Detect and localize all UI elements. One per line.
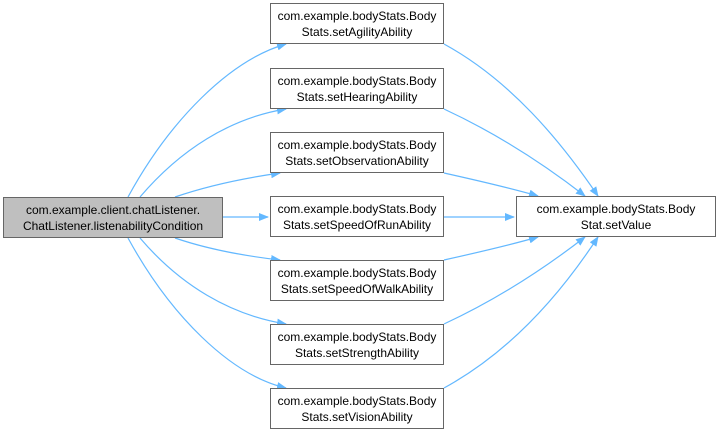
callee-node-label-line1: com.example.bodyStats.Body <box>277 8 437 23</box>
callee-node-label-line2: Stats.setSpeedOfWalkAbility <box>280 281 434 296</box>
edge-vision-to-set-value <box>443 236 599 389</box>
source-node-listenability-condition[interactable]: com.example.client.chatListener. ChatLis… <box>3 197 223 238</box>
edge-source-to-vision <box>127 237 287 390</box>
edge-source-to-speed-walk <box>174 237 281 263</box>
callee-node-set-vision-ability[interactable]: com.example.bodyStats.Body Stats.setVisi… <box>270 388 444 429</box>
target-node-label-line2: Stat.setValue <box>580 217 652 232</box>
edge-agility-to-set-value <box>443 43 599 197</box>
edge-hearing-to-set-value <box>443 108 586 197</box>
callee-node-set-speed-of-walk-ability[interactable]: com.example.bodyStats.Body Stats.setSpee… <box>270 260 444 301</box>
target-node-label-line1: com.example.bodyStats.Body <box>536 201 696 216</box>
edge-strength-to-set-value <box>443 236 586 325</box>
callee-node-set-speed-of-run-ability[interactable]: com.example.bodyStats.Body Stats.setSpee… <box>270 196 444 237</box>
callee-node-label-line2: Stats.setObservationAbility <box>285 153 429 168</box>
target-node-set-value[interactable]: com.example.bodyStats.Body Stat.setValue <box>516 196 716 237</box>
callee-node-label-line2: Stats.setStrengthAbility <box>294 345 420 360</box>
edge-source-to-strength <box>139 237 287 327</box>
callee-node-label-line2: Stats.setAgilityAbility <box>301 24 413 39</box>
edge-source-to-hearing <box>139 106 287 198</box>
callee-node-label-line1: com.example.bodyStats.Body <box>277 329 437 344</box>
callee-node-label-line2: Stats.setHearingAbility <box>296 89 418 104</box>
callee-node-label-line2: Stats.setSpeedOfRunAbility <box>282 217 432 232</box>
callee-node-set-strength-ability[interactable]: com.example.bodyStats.Body Stats.setStre… <box>270 324 444 365</box>
callee-node-label-line1: com.example.bodyStats.Body <box>277 393 437 408</box>
callee-node-label-line1: com.example.bodyStats.Body <box>277 201 437 216</box>
callee-node-label-line2: Stats.setVisionAbility <box>301 409 413 424</box>
source-node-label-line2: ChatListener.listenabilityCondition <box>22 218 204 233</box>
edge-speed-walk-to-set-value <box>443 235 539 261</box>
callee-node-set-hearing-ability[interactable]: com.example.bodyStats.Body Stats.setHear… <box>270 68 444 109</box>
callee-node-label-line1: com.example.bodyStats.Body <box>277 265 437 280</box>
callee-node-label-line1: com.example.bodyStats.Body <box>277 73 437 88</box>
callee-node-set-agility-ability[interactable]: com.example.bodyStats.Body Stats.setAgil… <box>270 3 444 44</box>
edge-observation-to-set-value <box>443 172 539 198</box>
source-node-label-line1: com.example.client.chatListener. <box>25 202 201 217</box>
edge-source-to-agility <box>127 42 287 198</box>
callee-node-label-line1: com.example.bodyStats.Body <box>277 137 437 152</box>
edge-source-to-observation <box>174 170 281 198</box>
callee-node-set-observation-ability[interactable]: com.example.bodyStats.Body Stats.setObse… <box>270 132 444 173</box>
